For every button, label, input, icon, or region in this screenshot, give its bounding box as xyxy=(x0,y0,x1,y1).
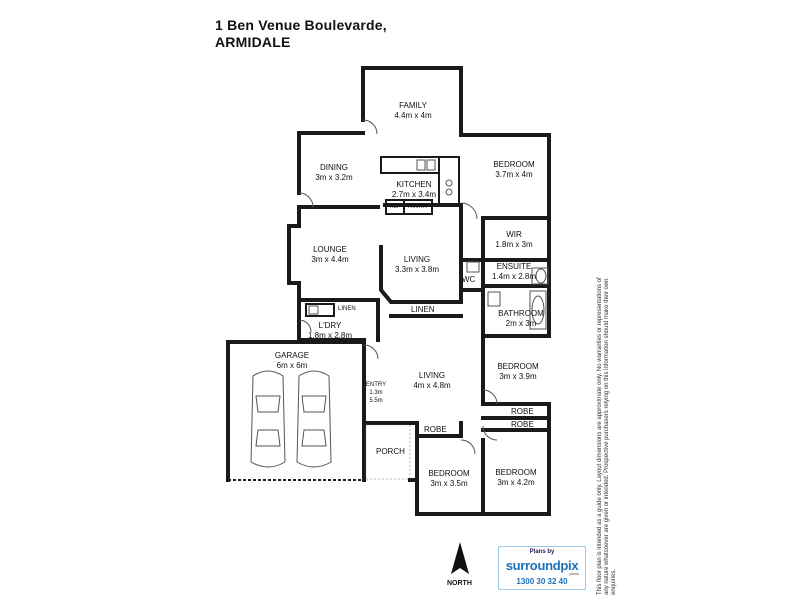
room-bedroom-4-size: 3m x 4.2m xyxy=(497,478,535,487)
room-ensuite-name: ENSUITE xyxy=(496,262,532,271)
room-bathroom: BATHROOM 2m x 3m xyxy=(498,309,544,329)
room-kitchen-size: 2.7m x 3.4m xyxy=(391,190,437,199)
room-bedroom-1: BEDROOM 3.7m x 4m xyxy=(493,160,534,180)
north-arrow-icon xyxy=(451,542,469,574)
room-dining-name: DINING xyxy=(320,163,348,172)
garage-walls xyxy=(226,340,366,482)
room-bedroom-3: BEDROOM 3m x 3.5m xyxy=(428,469,469,489)
robe-1-label: ROBE xyxy=(511,407,534,416)
room-lounge-name: LOUNGE xyxy=(313,245,347,254)
room-bedroom-4-name: BEDROOM xyxy=(495,468,537,477)
room-porch: PORCH xyxy=(376,447,405,456)
room-dining: DINING 3m x 3.2m xyxy=(315,163,352,183)
room-living-1-name: LIVING xyxy=(403,255,431,264)
family-walls xyxy=(361,66,463,137)
room-bathroom-size: 2m x 3m xyxy=(505,319,537,328)
room-garage-size: 6m x 6m xyxy=(276,361,308,370)
room-wir: WIR 1.8m x 3m xyxy=(495,230,532,250)
car-right xyxy=(296,370,332,468)
room-laundry-size: 1.8m x 2.8m xyxy=(307,331,353,340)
brand-logo-text: surroundpix xyxy=(505,558,579,573)
room-entry-size-1: 1.3m xyxy=(369,390,383,396)
room-wc: WC xyxy=(462,275,476,284)
room-laundry: L'DRY 1.8m x 2.8m xyxy=(308,321,352,341)
robe-2-label: ROBE xyxy=(511,420,534,429)
room-bedroom-4: BEDROOM 3m x 4.2m xyxy=(495,468,536,488)
surroundpix-logo: Plans by surroundpix plans 1300 30 32 40 xyxy=(498,546,586,590)
room-entry-size-2: 5.5m xyxy=(369,398,383,404)
room-living-2-size: 4m x 4.8m xyxy=(413,381,451,390)
room-living-1-size: 3.3m x 3.8m xyxy=(394,265,440,274)
room-kitchen-name: KITCHEN xyxy=(396,180,432,189)
room-ensuite: ENSUITE 1.4m x 2.8m xyxy=(492,262,536,282)
room-living-2-name: LIVING xyxy=(418,371,446,380)
linen-ldry-label: LINEN xyxy=(338,306,356,312)
room-ensuite-size: 1.4m x 2.8m xyxy=(491,272,537,281)
ref-label: REF xyxy=(390,204,400,210)
room-family-name: FAMILY xyxy=(399,101,427,110)
disclaimer-text: This floor plan is intended as a guide o… xyxy=(597,277,617,595)
north-label: NORTH xyxy=(447,580,472,587)
room-bedroom-1-size: 3.7m x 4m xyxy=(495,170,533,179)
room-dining-size: 3m x 3.2m xyxy=(315,173,353,182)
room-bedroom-3-name: BEDROOM xyxy=(428,469,470,478)
room-lounge: LOUNGE 3m x 4.4m xyxy=(311,245,348,265)
brand-tag: plans xyxy=(569,571,579,576)
room-entry-name: ENTRY xyxy=(365,382,387,388)
car-left xyxy=(250,370,286,468)
room-laundry-name: L'DRY xyxy=(318,321,342,330)
room-bedroom-3-size: 3m x 3.5m xyxy=(430,479,468,488)
pantry-label: PANTRY xyxy=(408,204,428,210)
room-kitchen: KITCHEN 2.7m x 3.4m xyxy=(392,180,436,200)
brand-phone: 1300 30 32 40 xyxy=(516,577,568,586)
room-living-2: LIVING 4m x 4.8m xyxy=(413,371,450,391)
room-family: FAMILY 4.4m x 4m xyxy=(394,101,431,121)
room-bathroom-name: BATHROOM xyxy=(498,309,544,318)
room-living-1: LIVING 3.3m x 3.8m xyxy=(395,255,439,275)
disclaimer: This floor plan is intended as a guide o… xyxy=(597,275,617,595)
room-bedroom-2-name: BEDROOM xyxy=(497,362,539,371)
room-bedroom-1-name: BEDROOM xyxy=(493,160,535,169)
room-garage: GARAGE 6m x 6m xyxy=(275,351,309,371)
room-bedroom-2-size: 3m x 3.9m xyxy=(499,372,537,381)
plan-title-suburb: ARMIDALE xyxy=(215,34,291,50)
linen-hall-label: LINEN xyxy=(411,305,435,314)
room-wir-name: WIR xyxy=(506,230,522,239)
room-wir-size: 1.8m x 3m xyxy=(495,240,533,249)
kitchen-bench xyxy=(380,156,440,174)
robe-3-label: ROBE xyxy=(424,425,447,434)
room-lounge-size: 3m x 4.4m xyxy=(311,255,349,264)
dining-walls xyxy=(297,131,365,195)
room-family-size: 4.4m x 4m xyxy=(394,111,432,120)
brand-plans-by: Plans by xyxy=(529,549,555,555)
room-garage-name: GARAGE xyxy=(274,351,310,360)
room-bedroom-2: BEDROOM 3m x 3.9m xyxy=(497,362,538,382)
plan-title-address: 1 Ben Venue Boulevarde, xyxy=(215,17,387,33)
room-entry: ENTRY 1.3m 5.5m xyxy=(366,381,386,405)
